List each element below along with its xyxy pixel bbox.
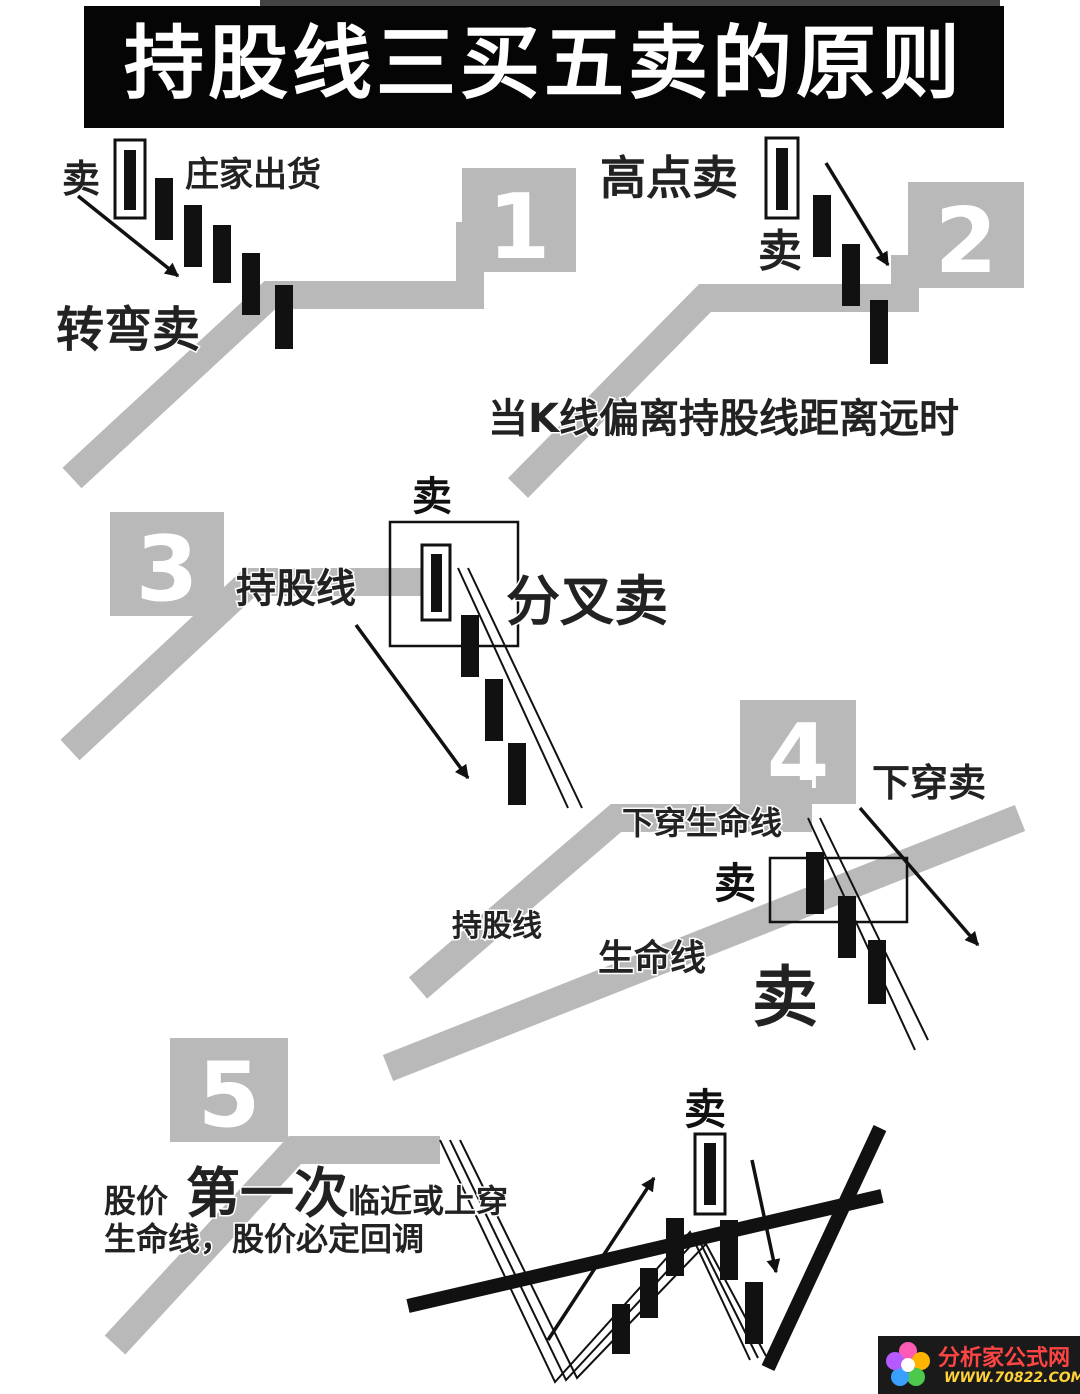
panel-1-sell-label: 卖: [62, 157, 100, 201]
panel-5-up-arrow: [546, 1176, 656, 1341]
panel-3-number: 3: [136, 517, 199, 622]
panel-4-holding-band: [408, 780, 812, 999]
panel-5: 5 卖 股价 第一次 临近或上穿 生命线，股价必定回调: [103, 1038, 887, 1384]
panel-3-arrow: [354, 623, 470, 780]
panel-5-down-arrow: [750, 1159, 781, 1274]
panel-1-holding-band: [62, 222, 484, 489]
panel-3-holding-band: [60, 568, 432, 761]
panel-3-candle: [485, 679, 503, 741]
panel-3-fork-line: [467, 567, 583, 809]
panel-2-candle: [813, 195, 831, 257]
panel-5-candle: [745, 1282, 763, 1344]
panel-1-turn-sell-label: 转弯卖: [56, 302, 200, 358]
panel-5-sell-label: 卖: [684, 1085, 726, 1134]
panel-5-approach-text: 临近或上穿: [348, 1182, 508, 1220]
title-banner: [84, 6, 1004, 128]
panel-4-life-line-band: [382, 804, 1026, 1082]
page-title: 持股线三买五卖的原则: [124, 17, 964, 110]
panel-2: 2 高点卖 卖 当K线偏离持股线距离远时: [487, 136, 1024, 498]
panel-2-high-sell-label: 高点卖: [600, 151, 738, 205]
panel-2-number-box: [908, 182, 1024, 288]
flower-icon: [886, 1342, 930, 1386]
panel-5-pullback-text: 生命线，股价必定回调: [104, 1220, 424, 1258]
panel-5-rising-line: [761, 1125, 887, 1371]
panel-4: 4 下穿生命线 下穿卖 卖 持股线 生命线 卖: [382, 700, 1026, 1082]
panel-3-fork-sell-label: 分叉卖: [506, 570, 668, 633]
panel-3-number-box: [110, 512, 224, 616]
panel-5-life-line: [406, 1189, 884, 1313]
panel-4-holding-line-label: 持股线: [452, 909, 542, 944]
panel-3-candle: [508, 743, 526, 805]
panel-2-deviation-label: 当K线偏离持股线距离远时: [488, 396, 959, 442]
panel-1-dealer-unload-label: 庄家出货: [185, 155, 321, 195]
panel-4-candle: [806, 852, 824, 914]
panel-1-candle: [242, 253, 260, 315]
panel-3-hollow-candle-body: [431, 554, 442, 612]
panel-5-number: 5: [198, 1043, 261, 1148]
panel-4-big-sell-label: 卖: [752, 959, 818, 1036]
panel-5-hollow-candle-body: [704, 1143, 716, 1205]
panel-2-number: 2: [935, 189, 998, 294]
panel-3-sell-label: 卖: [412, 474, 452, 520]
panel-1-candle: [275, 285, 293, 349]
panel-5-candle: [666, 1218, 684, 1276]
panel-4-break-sell-label: 下穿卖: [872, 761, 986, 805]
panel-3-sell-box: [388, 520, 520, 648]
watermark-url: WWW.70822.COM: [944, 1370, 1080, 1386]
panel-3: 3 卖 持股线 分叉卖: [60, 474, 670, 809]
panel-1-hollow-candle-body: [124, 150, 136, 210]
panel-3-holding-line-label: 持股线: [236, 566, 356, 612]
panel-4-box-sell-label: 卖: [714, 859, 756, 908]
panel-1-candle: [155, 178, 173, 240]
panel-1: 1 卖 庄家出货 转弯卖: [55, 138, 576, 489]
panel-1-arrow: [76, 194, 180, 278]
panel-5-holding-band: [104, 1136, 440, 1355]
panel-3-candle: [461, 615, 479, 677]
panel-4-life-line-label: 生命线: [598, 937, 706, 979]
panel-1-candle: [213, 225, 231, 283]
panel-4-fork-line: [819, 817, 929, 1041]
panel-2-hollow-candle-body: [776, 148, 788, 210]
panel-1-number: 1: [488, 175, 551, 280]
panel-5-candle: [720, 1220, 738, 1280]
panel-4-fork-line: [807, 817, 916, 1051]
panel-1-candle: [184, 205, 202, 267]
panel-5-candle: [612, 1304, 630, 1354]
watermark-logo: 分析家公式网 WWW.70822.COM: [878, 1336, 1080, 1394]
top-cropped-strip: [260, 0, 1000, 6]
watermark-name: 分析家公式网: [938, 1346, 1071, 1371]
panel-5-first-time-label: 第一次: [186, 1162, 348, 1225]
panel-2-sell-label: 卖: [758, 226, 802, 277]
panel-4-break-life-line-label: 下穿生命线: [622, 804, 782, 842]
panel-5-channel-line: [449, 1139, 759, 1382]
panel-4-arrow: [858, 806, 980, 947]
panel-5-candle: [640, 1268, 658, 1318]
panel-5-price-prefix: 股价: [104, 1182, 168, 1220]
panel-3-fork-line: [457, 567, 569, 809]
panel-2-candle: [842, 244, 860, 306]
panel-2-holding-band: [508, 255, 919, 498]
panel-2-candle: [870, 300, 888, 364]
panel-5-number-box: [170, 1038, 288, 1142]
panel-4-candle: [838, 896, 856, 958]
panel-2-arrow: [824, 162, 890, 267]
